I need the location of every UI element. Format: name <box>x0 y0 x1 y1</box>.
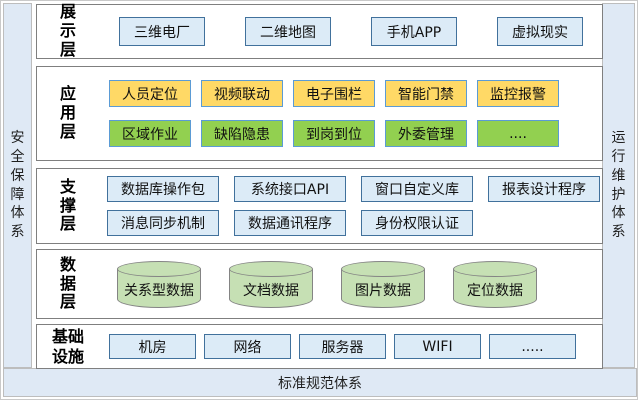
diagram-node: 智能门禁 <box>385 80 467 107</box>
layer-infrastructure-label-area: 基础设施 <box>37 325 99 368</box>
diagram-node: 消息同步机制 <box>107 209 219 236</box>
application-row-2: 区域作业 缺陷隐患 到岗到位 外委管理 .... <box>99 120 602 147</box>
layer-data: 数据层 关系型数据 文档数据 图片数据 <box>36 249 603 319</box>
diagram-node: 三维电厂 <box>119 17 205 46</box>
layer-data-label-area: 数据层 <box>37 250 99 318</box>
database-cylinder: 定位数据 <box>453 260 537 308</box>
diagram-node: 窗口自定义库 <box>361 176 473 203</box>
database-cylinder: 图片数据 <box>341 260 425 308</box>
diagram-node: 虚拟现实 <box>497 17 583 46</box>
diagram-node: 到岗到位 <box>293 120 375 147</box>
diagram-node: 关系型数据 <box>124 282 194 299</box>
support-row-1: 数据库操作包 系统接口API 窗口自定义库 报表设计程序 <box>99 176 602 203</box>
right-sidebar-label: 运行维护体系 <box>611 129 626 241</box>
diagram-node: 服务器 <box>299 334 386 359</box>
diagram-node: 图片数据 <box>355 282 411 299</box>
bottom-bar-label: 标准规范体系 <box>278 375 362 392</box>
layer-presentation: 展示层 三维电厂 二维地图 手机APP 虚拟现实 <box>36 2 603 59</box>
diagram-node: 身份权限认证 <box>361 209 473 236</box>
diagram-node: 视频联动 <box>201 80 283 107</box>
cylinder-top <box>341 260 425 277</box>
cylinder-top <box>453 260 537 277</box>
diagram-node: 文档数据 <box>243 282 299 299</box>
diagram-node: 网络 <box>204 334 291 359</box>
data-row: 关系型数据 文档数据 图片数据 定位数据 <box>99 260 602 308</box>
diagram-node: 定位数据 <box>467 282 523 299</box>
layer-data-label: 数据层 <box>59 254 76 312</box>
bottom-bar: 标准规范体系 <box>3 368 637 397</box>
diagram-node: 数据库操作包 <box>107 176 219 203</box>
database-cylinder: 关系型数据 <box>117 260 201 308</box>
layer-presentation-label: 展示层 <box>59 2 76 59</box>
diagram-node: 系统接口API <box>234 176 346 203</box>
diagram-node: 监控报警 <box>477 80 559 107</box>
diagram-node: 手机APP <box>371 17 457 46</box>
diagram-node: 人员定位 <box>109 80 191 107</box>
layer-application: 应用层 人员定位 视频联动 电子围栏 智能门禁 监控报警 区域作业 缺陷隐患 到… <box>36 66 603 161</box>
layer-application-content: 人员定位 视频联动 电子围栏 智能门禁 监控报警 区域作业 缺陷隐患 到岗到位 … <box>99 67 602 160</box>
layer-support: 支撑层 数据库操作包 系统接口API 窗口自定义库 报表设计程序 消息同步机制 … <box>36 168 603 244</box>
diagram-node: 电子围栏 <box>293 80 375 107</box>
layer-application-label-area: 应用层 <box>37 67 99 160</box>
layer-support-label: 支撑层 <box>59 176 76 234</box>
infrastructure-row: 机房 网络 服务器 WIFI ..... <box>99 334 602 359</box>
application-row-1: 人员定位 视频联动 电子围栏 智能门禁 监控报警 <box>99 80 602 107</box>
layer-infrastructure-content: 机房 网络 服务器 WIFI ..... <box>99 325 602 368</box>
diagram-node: ..... <box>489 334 576 359</box>
layer-application-label: 应用层 <box>59 84 76 141</box>
layer-presentation-label-area: 展示层 <box>37 2 99 59</box>
diagram-node: 二维地图 <box>245 17 331 46</box>
layer-data-content: 关系型数据 文档数据 图片数据 定位数据 <box>99 250 602 318</box>
layer-infrastructure: 基础设施 机房 网络 服务器 WIFI ..... <box>36 324 603 369</box>
diagram-node: WIFI <box>394 334 481 359</box>
layer-presentation-content: 三维电厂 二维地图 手机APP 虚拟现实 <box>99 5 602 58</box>
layer-infrastructure-label: 基础设施 <box>51 326 84 366</box>
diagram-node: .... <box>477 120 559 147</box>
left-sidebar-panel: 安全保障体系 <box>3 3 32 368</box>
cylinder-top <box>229 260 313 277</box>
presentation-row: 三维电厂 二维地图 手机APP 虚拟现实 <box>99 17 602 46</box>
layer-support-label-area: 支撑层 <box>37 169 99 243</box>
left-sidebar-label: 安全保障体系 <box>10 129 25 241</box>
right-sidebar-panel: 运行维护体系 <box>602 3 635 368</box>
diagram-node: 缺陷隐患 <box>201 120 283 147</box>
support-row-2: 消息同步机制 数据通讯程序 身份权限认证 <box>99 209 602 236</box>
diagram-node: 机房 <box>109 334 196 359</box>
diagram-node: 数据通讯程序 <box>234 209 346 236</box>
diagram-node: 外委管理 <box>385 120 467 147</box>
diagram-node: 报表设计程序 <box>488 176 600 203</box>
database-cylinder: 文档数据 <box>229 260 313 308</box>
cylinder-top <box>117 260 201 277</box>
layer-support-content: 数据库操作包 系统接口API 窗口自定义库 报表设计程序 消息同步机制 数据通讯… <box>99 169 602 243</box>
diagram-node: 区域作业 <box>109 120 191 147</box>
